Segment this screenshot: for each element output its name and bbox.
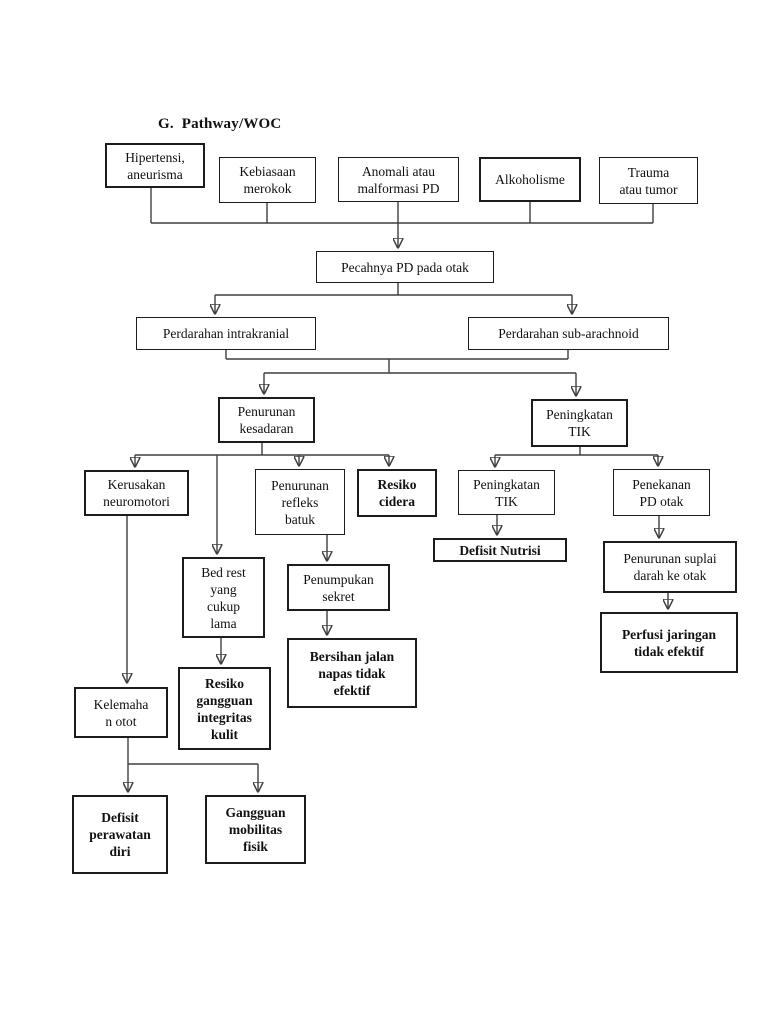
node-defisit-perawatan-diri: Defisit perawatan diri bbox=[72, 795, 168, 874]
node-bersihan-jalan-napas-tidak-efektif: Bersihan jalan napas tidak efektif bbox=[287, 638, 417, 708]
node-perdarahan-sub-arachnoid: Perdarahan sub-arachnoid bbox=[468, 317, 669, 350]
node-perdarahan-intrakranial: Perdarahan intrakranial bbox=[136, 317, 316, 350]
node-penurunan-kesadaran: Penurunan kesadaran bbox=[218, 397, 315, 443]
node-bed-rest-yang-cukup-lama: Bed rest yang cukup lama bbox=[182, 557, 265, 638]
node-peningkatan-tik: Peningkatan TIK bbox=[531, 399, 628, 447]
node-penurunan-refleks-batuk: Penurunan refleks batuk bbox=[255, 469, 345, 535]
node-alkoholisme: Alkoholisme bbox=[479, 157, 581, 202]
node-pecahnya-pd-pada-otak: Pecahnya PD pada otak bbox=[316, 251, 494, 283]
node-resiko-cidera: Resiko cidera bbox=[357, 469, 437, 517]
node-peningkatan-tik-2: Peningkatan TIK bbox=[458, 470, 555, 515]
node-penurunan-suplai-darah-ke-otak: Penurunan suplai darah ke otak bbox=[603, 541, 737, 593]
node-kebiasaan-merokok: Kebiasaan merokok bbox=[219, 157, 316, 203]
node-hipertensi-aneurisma: Hipertensi, aneurisma bbox=[105, 143, 205, 188]
node-anomali-malformasi-pd: Anomali atau malformasi PD bbox=[338, 157, 459, 202]
node-penumpukan-sekret: Penumpukan sekret bbox=[287, 564, 390, 611]
node-kerusakan-neuromotori: Kerusakan neuromotori bbox=[84, 470, 189, 516]
node-kelemahan-otot: Kelemaha n otot bbox=[74, 687, 168, 738]
node-penekanan-pd-otak: Penekanan PD otak bbox=[613, 469, 710, 516]
node-trauma-atau-tumor: Trauma atau tumor bbox=[599, 157, 698, 204]
node-defisit-nutrisi: Defisit Nutrisi bbox=[433, 538, 567, 562]
node-gangguan-mobilitas-fisik: Gangguan mobilitas fisik bbox=[205, 795, 306, 864]
node-resiko-gangguan-integritas-kulit: Resiko gangguan integritas kulit bbox=[178, 667, 271, 750]
section-title: G. Pathway/WOC bbox=[158, 116, 282, 132]
node-perfusi-jaringan-tidak-efektif: Perfusi jaringan tidak efektif bbox=[600, 612, 738, 673]
